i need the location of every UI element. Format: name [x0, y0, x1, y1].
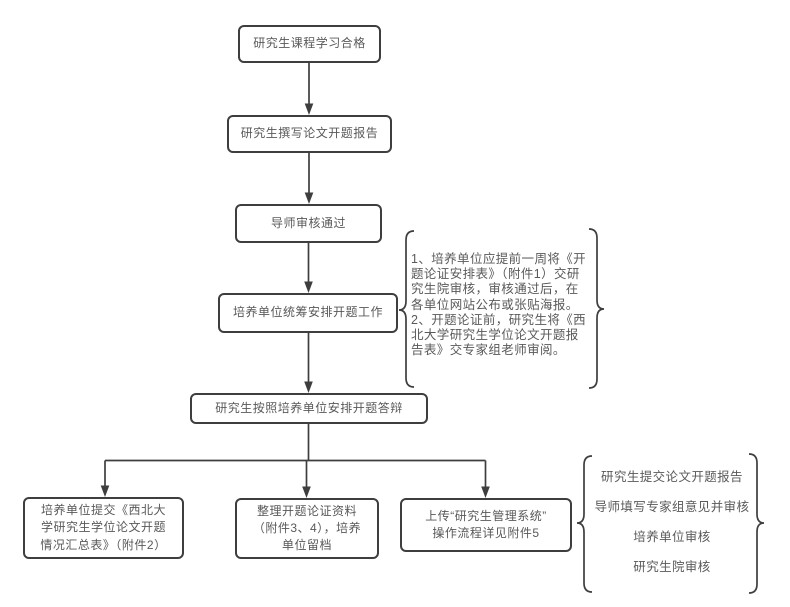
arrow-3-head — [304, 281, 313, 293]
branch-right-head — [481, 486, 490, 498]
node-write-proposal: 研究生撰写论文开题报告 — [227, 115, 392, 153]
node-archive-materials: 整理开题论证资料 （附件3、4），培养 单位留档 — [235, 498, 379, 559]
system-step-1: 研究生提交论文开题报告 — [601, 470, 743, 484]
node-submit-summary: 培养单位提交《西北大 学研究生学位论文开题 情况汇总表》（附件2） — [23, 497, 184, 559]
branch-middle-head — [302, 486, 311, 498]
system-step-4: 研究生院审核 — [633, 560, 711, 574]
node-upload-system: 上传“研究生管理系统” 操作流程详见附件5 — [400, 498, 572, 552]
system-step-3: 培养单位审核 — [633, 530, 711, 544]
node-advisor-approve: 导师审核通过 — [235, 204, 382, 243]
arrow-4-head — [304, 381, 313, 393]
left-brace-system-steps — [576, 455, 593, 593]
annotation-system-steps: 研究生提交论文开题报告 导师填写专家组意见并审核 培养单位审核 研究生院审核 — [594, 466, 750, 575]
arrow-1-head — [304, 103, 314, 115]
arrow-2-head — [304, 192, 314, 204]
right-brace-system-steps — [748, 453, 765, 594]
annotation-schedule-note: 1、培养单位应提前一周将《开 题论证安排表》（附件1）交研 究生院审核，审核通过… — [411, 252, 587, 358]
node-unit-arrange: 培养单位统筹安排开题工作 — [218, 293, 398, 333]
branch-left-head — [100, 485, 110, 497]
node-course-complete: 研究生课程学习合格 — [238, 25, 381, 63]
node-proposal-defense: 研究生按照培养单位安排开题答辩 — [190, 393, 428, 424]
system-step-2: 导师填写专家组意见并审核 — [594, 500, 750, 514]
